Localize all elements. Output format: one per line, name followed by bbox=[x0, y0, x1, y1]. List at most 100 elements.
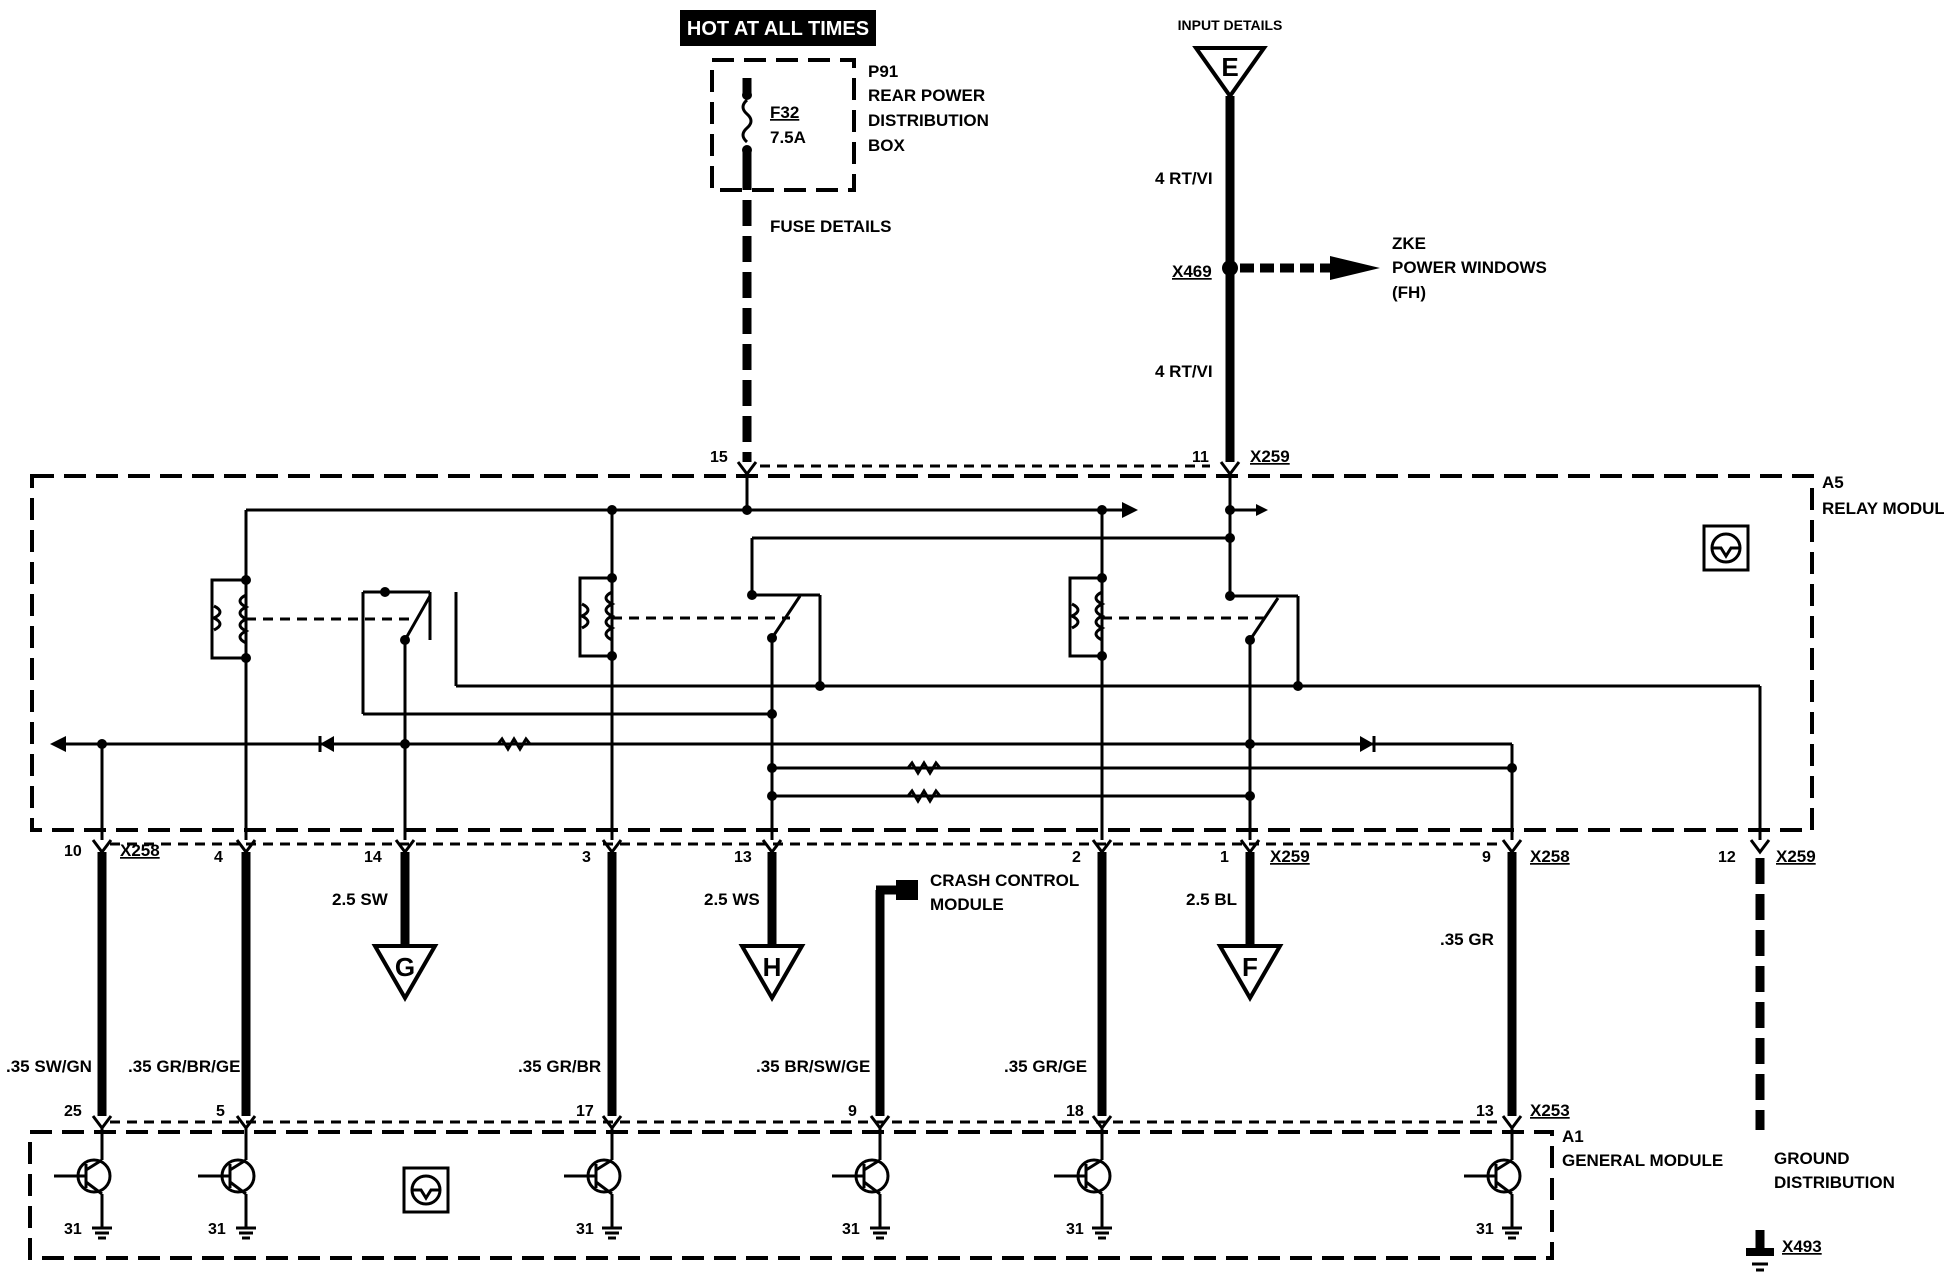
output-marker-g bbox=[371, 944, 439, 1003]
relay-pin-1-connector: X259 bbox=[1270, 847, 1310, 866]
transistor-6 bbox=[1464, 1128, 1522, 1228]
wire-label-3: .35 GR/BR bbox=[518, 1057, 601, 1076]
relay-pin-15: 15 bbox=[710, 449, 728, 466]
relay-2 bbox=[578, 510, 825, 840]
relay-bottom-pins: 10 X258 4 14 3 13 2 1 X259 9 X258 12 X25… bbox=[64, 839, 1816, 866]
transistor-3 bbox=[564, 1128, 622, 1228]
relay-pin-3: 3 bbox=[582, 849, 591, 866]
relay-pin-14: 14 bbox=[364, 849, 382, 866]
wire-f-label: 2.5 BL bbox=[1186, 890, 1237, 909]
fuse-id: F32 bbox=[770, 103, 799, 122]
ground-pin-1: 31 bbox=[64, 1221, 82, 1238]
ground-pin-4: 31 bbox=[842, 1221, 860, 1238]
transistor-2 bbox=[198, 1128, 256, 1228]
fuse-box-id: P91 bbox=[868, 62, 898, 81]
fuse-details-label: FUSE DETAILS bbox=[770, 217, 892, 236]
relay-module-outline bbox=[30, 474, 1814, 832]
relay-module: A5 RELAY MODULE bbox=[30, 461, 1944, 840]
input-wire-upper: 4 RT/VI bbox=[1155, 169, 1213, 188]
wire-label-5: .35 GR/GE bbox=[1004, 1057, 1087, 1076]
marker-g-letter: G bbox=[395, 952, 415, 982]
relay-pin-12: 12 bbox=[1718, 849, 1736, 866]
relay-pin-12-connector: X259 bbox=[1776, 847, 1816, 866]
marker-h-letter: H bbox=[763, 952, 782, 982]
ground-pin-2: 31 bbox=[208, 1221, 226, 1238]
splice-x469 bbox=[1222, 260, 1238, 276]
ground-symbols bbox=[92, 1226, 1522, 1240]
marker-f-letter: F bbox=[1242, 952, 1258, 982]
general-module-symbol bbox=[402, 1166, 450, 1214]
relay-pin-4: 4 bbox=[214, 849, 223, 866]
general-pin-9: 9 bbox=[848, 1103, 857, 1120]
input-feed: INPUT DETAILS E 4 RT/VI 4 RT/VI X469 ZKE… bbox=[1155, 17, 1547, 466]
diode-2 bbox=[1360, 736, 1374, 752]
relay-3 bbox=[1068, 510, 1303, 840]
relay-pin-9: 9 bbox=[1482, 849, 1491, 866]
general-module-id: A1 bbox=[1562, 1127, 1584, 1146]
wire-label-2: .35 GR/BR/GE bbox=[128, 1057, 240, 1076]
ground-line-1: GROUND bbox=[1774, 1149, 1850, 1168]
wire-label-1: .35 SW/GN bbox=[6, 1057, 92, 1076]
general-pin-25: 25 bbox=[64, 1103, 82, 1120]
ground-connector: X493 bbox=[1782, 1237, 1822, 1256]
relay-pin-2: 2 bbox=[1072, 849, 1081, 866]
ground-pin-6: 31 bbox=[1476, 1221, 1494, 1238]
splice-label: X469 bbox=[1172, 262, 1212, 281]
input-wire-lower: 4 RT/VI bbox=[1155, 362, 1213, 381]
relay-pin-10: 10 bbox=[64, 843, 82, 860]
relay-pin-1: 1 bbox=[1220, 849, 1229, 866]
ground-distribution: GROUND DISTRIBUTION X493 bbox=[1746, 1149, 1895, 1272]
input-details-title: INPUT DETAILS bbox=[1178, 17, 1283, 33]
wire-h-label: 2.5 WS bbox=[704, 890, 760, 909]
resistor-3 bbox=[906, 788, 942, 804]
resistor-2 bbox=[906, 760, 942, 776]
ground-pin-3: 31 bbox=[576, 1221, 594, 1238]
zke-arrow bbox=[1330, 256, 1380, 280]
general-module: 25 5 17 9 18 13 X253 A1 GENERAL MODULE bbox=[28, 1101, 1723, 1260]
fuse-box-name-1: REAR POWER bbox=[868, 86, 985, 105]
relay-pin-9-connector: X258 bbox=[1530, 847, 1570, 866]
input-marker-e bbox=[1192, 46, 1268, 100]
ground-terminal bbox=[1746, 1248, 1774, 1256]
transistor-5 bbox=[1054, 1128, 1112, 1228]
wire-label-4: .35 BR/SW/GE bbox=[756, 1057, 870, 1076]
zke-line-1: ZKE bbox=[1392, 234, 1426, 253]
relay-connector-top: X259 bbox=[1250, 447, 1290, 466]
relay-1 bbox=[210, 510, 1760, 840]
resistor-1 bbox=[496, 736, 532, 752]
fuse-box-name-2: DISTRIBUTION bbox=[868, 111, 989, 130]
crash-line-1: CRASH CONTROL bbox=[930, 871, 1079, 890]
input-marker-letter: E bbox=[1221, 52, 1238, 82]
fuse-box-name-3: BOX bbox=[868, 136, 906, 155]
ground-line-2: DISTRIBUTION bbox=[1774, 1173, 1895, 1192]
relay-module-name: RELAY MODULE bbox=[1822, 499, 1944, 518]
ground-pin-5: 31 bbox=[1066, 1221, 1084, 1238]
zke-line-2: POWER WINDOWS bbox=[1392, 258, 1547, 277]
relay-module-symbol bbox=[1702, 524, 1750, 572]
zke-line-3: (FH) bbox=[1392, 283, 1426, 302]
general-module-name: GENERAL MODULE bbox=[1562, 1151, 1723, 1170]
crash-connector bbox=[896, 880, 918, 900]
relay-pin-11: 11 bbox=[1192, 449, 1209, 466]
transistor-4 bbox=[832, 1128, 890, 1228]
general-pin-17: 17 bbox=[576, 1103, 594, 1120]
fuse-rating: 7.5A bbox=[770, 128, 806, 147]
transistor-1 bbox=[54, 1128, 112, 1228]
wire-g-label: 2.5 SW bbox=[332, 890, 389, 909]
general-pin-5: 5 bbox=[216, 1103, 225, 1120]
general-connector: X253 bbox=[1530, 1101, 1570, 1120]
general-pin-18: 18 bbox=[1066, 1103, 1084, 1120]
relay-module-id: A5 bbox=[1822, 473, 1844, 492]
output-marker-f bbox=[1216, 944, 1284, 1003]
output-marker-h bbox=[738, 944, 806, 1003]
relay-pin-13: 13 bbox=[734, 849, 752, 866]
relay-pin-10-connector: X258 bbox=[120, 841, 160, 860]
crash-line-2: MODULE bbox=[930, 895, 1004, 914]
wire-gr-label: .35 GR bbox=[1440, 930, 1494, 949]
power-feed: HOT AT ALL TIMES F32 7.5A P91 REAR POWER… bbox=[680, 10, 989, 466]
fuse-box-outline bbox=[710, 58, 856, 192]
general-module-outline bbox=[28, 1130, 1554, 1260]
fuse-symbol bbox=[741, 98, 753, 144]
general-pin-13: 13 bbox=[1476, 1103, 1494, 1120]
